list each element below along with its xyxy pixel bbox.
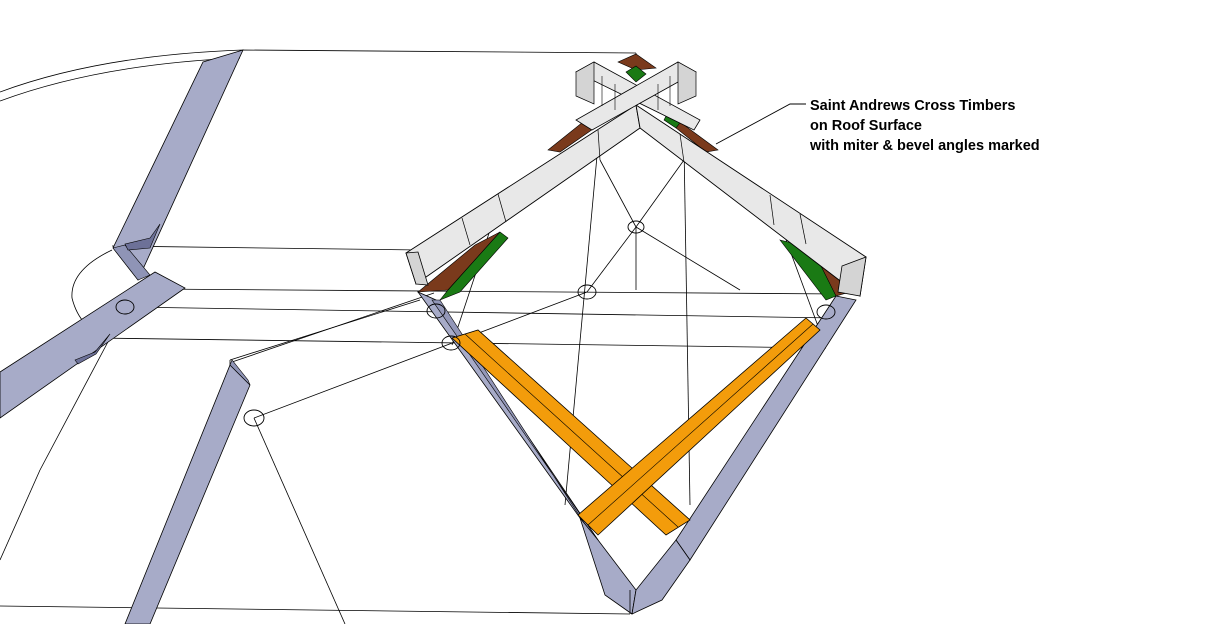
rafter-left — [405, 104, 641, 286]
annotation-line-1: Saint Andrews Cross Timbers — [810, 98, 1016, 114]
reference-point-marker — [627, 220, 645, 234]
reference-point-marker — [243, 409, 265, 427]
rafter-right — [635, 104, 867, 297]
left-purlin-lower — [0, 271, 186, 419]
annotation-callout: Saint Andrews Cross Timbers on Roof Surf… — [810, 96, 1040, 156]
roof-surface-lines — [0, 49, 841, 624]
left-purlin-upper — [112, 49, 244, 281]
rafter-top-crossing — [575, 61, 701, 131]
annotation-line-3: with miter & bevel angles marked — [810, 138, 1040, 154]
reference-point-marker — [115, 299, 135, 315]
reference-point-marker — [577, 284, 597, 300]
reference-point-marker — [441, 335, 461, 351]
reference-point-marker — [426, 303, 446, 319]
reference-points — [115, 220, 836, 427]
callout-leader — [715, 103, 806, 145]
reference-point-marker — [816, 304, 836, 320]
cross-brace-right-to-left — [577, 317, 821, 536]
annotation-line-2: on Roof Surface — [810, 118, 922, 134]
front-purlin — [124, 359, 251, 624]
v-frame-member — [416, 291, 857, 615]
